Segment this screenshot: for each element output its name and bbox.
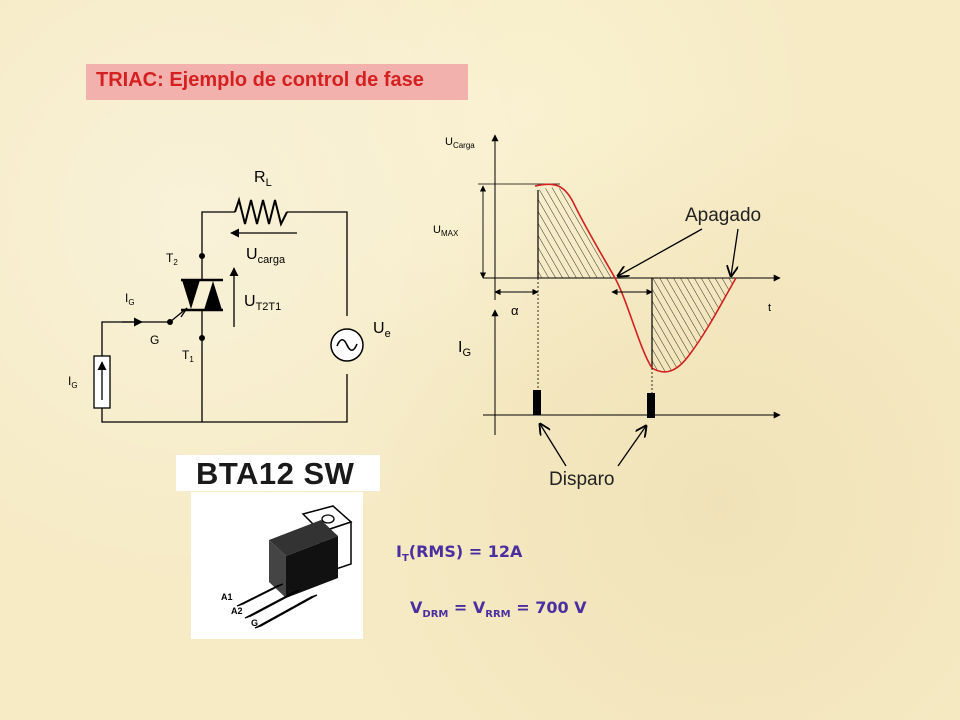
t2-label: T2 — [166, 251, 178, 267]
rl-label: RL — [254, 169, 272, 189]
gate-pulse-1 — [533, 390, 541, 415]
alpha-label: α — [511, 303, 519, 318]
rms-current-spec: IT(RMS) = 12A — [396, 542, 523, 565]
voltage-rating-spec: VDRM = VRRM = 700 V — [410, 598, 587, 621]
ut2t1-label: UT2T1 — [244, 293, 281, 313]
umax-label: UMAX — [433, 224, 459, 238]
conduction-region-positive — [538, 187, 615, 278]
ue-label: Ue — [373, 320, 391, 340]
load-resistor — [234, 196, 288, 227]
pin-g-label: G — [251, 618, 258, 628]
time-label: t — [768, 302, 771, 314]
gate-node — [167, 319, 173, 325]
t1-label: T1 — [182, 348, 194, 364]
apagado-arrow-1 — [618, 228, 703, 276]
disparo-arrow-1 — [540, 424, 567, 467]
t2-node — [199, 253, 205, 259]
ig-source-label: IG — [68, 374, 78, 390]
disparo-label: Disparo — [549, 469, 614, 490]
pin-a1-label: A1 — [221, 592, 233, 602]
apagado-arrow-2 — [731, 228, 739, 276]
circuit-wires — [101, 211, 348, 423]
ucarga-label: Ucarga — [246, 246, 286, 266]
ig-gate-label: IG — [125, 291, 135, 307]
gate-pulse-2 — [647, 393, 655, 418]
ig-axis-label: IG — [458, 339, 471, 359]
apagado-label: Apagado — [685, 205, 761, 226]
waveform-plot: UCarga UMAX α t IG Apagado Disparo — [433, 134, 781, 490]
to220-leads — [236, 583, 318, 629]
triac-circuit: RL Ucarga T2 T1 G UT2T1 IG IG Ue — [68, 169, 391, 423]
ucarga-axis-label: UCarga — [445, 136, 475, 150]
pin-a2-label: A2 — [231, 606, 243, 616]
page-title: TRIAC: Ejemplo de control de fase — [96, 69, 424, 91]
t1-node — [199, 335, 205, 341]
to220-package-illustration: A1 A2 G — [221, 505, 353, 629]
gate-label: G — [150, 333, 159, 347]
component-photo: A1 A2 G — [191, 492, 363, 639]
ac-sine-icon — [336, 338, 358, 352]
conduction-region-negative — [652, 278, 736, 372]
load-voltage-curve — [534, 183, 737, 373]
disparo-arrow-2 — [617, 426, 646, 467]
part-label-background — [176, 455, 380, 491]
part-number: BTA12 SW — [196, 456, 355, 491]
to220-body — [269, 520, 338, 598]
triac-symbol — [180, 278, 223, 318]
title-background — [86, 64, 468, 100]
